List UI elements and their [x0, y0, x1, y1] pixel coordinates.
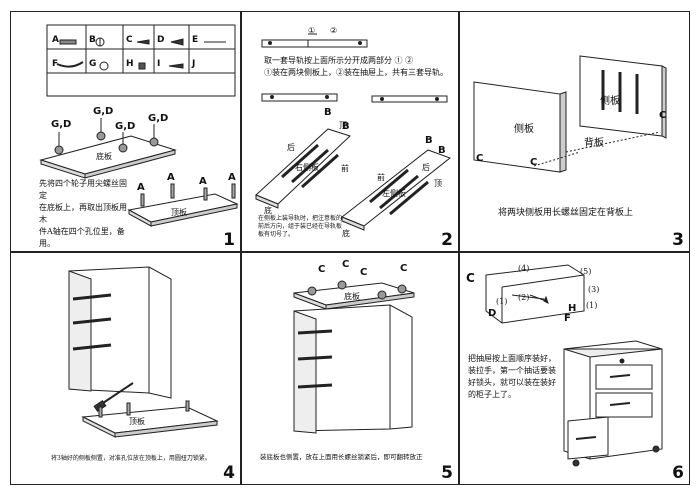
step-4-caption: 将3轴好的侧板侧置，对准孔位放在顶板上，用圆扭刀锁紧。 — [51, 455, 211, 462]
step-1-instructions: 先将四个轮子用尖螺丝固定 在底板上，再取出顶板用木 件A轴在四个孔位里，备用。 — [39, 178, 134, 250]
step-2-drawing — [255, 33, 452, 231]
caster-label: G,D — [93, 106, 114, 117]
word-top-2: 顶 — [434, 179, 442, 188]
step-number: 5 — [441, 463, 453, 483]
part-f-label: F — [52, 59, 59, 69]
circle-one: ① — [308, 26, 316, 35]
c-label: C — [466, 271, 475, 285]
step-number: 3 — [672, 230, 684, 250]
part-a-label: A — [52, 35, 59, 45]
part-g-label: G — [89, 59, 97, 69]
right-panel-label: 右侧板 — [295, 163, 319, 172]
b-label: B — [324, 107, 332, 118]
part-d-label: D — [157, 35, 165, 45]
c-label: C — [400, 263, 408, 274]
step-2-top-text: 取一套导轨按上面所示分开成两部分 ① ② ①装在两块侧板上，②装在抽屉上，共有三… — [264, 55, 458, 79]
instruction-line: 把抽屉按上面顺序装好， — [468, 354, 556, 363]
part-i-label: I — [157, 59, 161, 69]
part-c-label: C — [126, 35, 133, 45]
dowel-label: A — [167, 172, 175, 183]
dowel-label: A — [137, 182, 145, 193]
word-bottom: 底 — [264, 206, 272, 215]
b-label: B — [425, 135, 433, 146]
step-number: 1 — [223, 230, 235, 250]
left-panel-label: 左侧板 — [382, 189, 406, 198]
word-back-2: 后 — [422, 163, 430, 172]
step-6-drawing — [485, 264, 663, 467]
step-2-bottom-text: 在侧板上装导轨时，把注意板的 前后方向，组于装已经在导轨板 板有切号了。 — [258, 215, 348, 239]
step-6-panel: C D H F (4) (5) (3) (2) (1) (1) 把抽屉按上面顺序… — [459, 252, 690, 485]
c-label: C — [476, 153, 484, 164]
instruction-line: ①装在两块侧板上，②装在抽屉上，共有三套导轨。 — [264, 68, 448, 77]
word-back: 后 — [287, 143, 295, 152]
bottom-board-label: 底板 — [96, 152, 112, 161]
dowel-label: A — [199, 176, 207, 187]
word-top: 顶 — [339, 121, 347, 130]
step-num-label: (4) — [518, 264, 530, 273]
h-label: H — [568, 303, 577, 314]
step-number: 4 — [223, 463, 235, 483]
step-6-instructions: 把抽屉按上面顺序装好， 装拉手，第一个抽话要装 好锁头，就可以装在装好 的柜子上… — [468, 353, 564, 401]
instruction-line: 的柜子上了。 — [468, 390, 516, 399]
step-2-panel: ① ② 取一套导轨按上面所示分开成两部分 ① ② ①装在两块侧板上，②装在抽屉上… — [241, 11, 459, 252]
instruction-line: 先将四个轮子用尖螺丝固定 — [39, 179, 127, 200]
part-b-label: B — [89, 35, 96, 45]
instruction-line: 取一套导轨按上面所示分开成两部分 ① ② — [264, 56, 414, 65]
step-number: 2 — [441, 230, 453, 250]
d-label: D — [488, 308, 497, 319]
step-1-panel: A B C D E F G H I J G,D G,D G,D G,D 底板 A… — [10, 11, 241, 252]
word-front-2: 前 — [377, 173, 385, 182]
caster-label: G,D — [148, 113, 169, 124]
step-5-caption: 装底板也侧置，放在上面用长螺丝锁紧后，即可翻转放正 — [260, 453, 423, 461]
part-e-label: E — [192, 35, 199, 45]
top-board-label: 顶板 — [171, 208, 187, 217]
c-label: C — [318, 264, 326, 275]
part-j-label: J — [192, 59, 196, 69]
step-5-panel: C C C C 底板 装底板也侧置，放在上面用长螺丝锁紧后，即可翻转放正 5 — [241, 252, 459, 485]
instruction-line: 在侧板上装导轨时，把注意板的 — [258, 215, 343, 222]
step-number: 6 — [672, 463, 684, 483]
step-4-drawing — [68, 266, 219, 438]
step-4-panel: 顶板 将3轴好的侧板侧置，对准孔位放在顶板上，用圆扭刀锁紧。 4 — [10, 252, 241, 485]
step-1-drawing — [39, 24, 239, 227]
b-label: B — [438, 145, 446, 156]
instruction-line: 在底板上，再取出顶板用木 — [39, 203, 127, 224]
part-h-label: H — [126, 59, 134, 69]
instruction-line: 好锁头，就可以装在装好 — [468, 378, 556, 387]
step-num-label: (2) — [518, 293, 530, 302]
top-board-label: 顶板 — [129, 417, 145, 426]
instruction-line: 件A轴在四个孔位里，备用。 — [39, 227, 125, 248]
instruction-line: 前后方向，组于装已经在导轨板 — [258, 223, 343, 230]
step-num-label: (1) — [586, 301, 598, 310]
step-3-caption: 将两块侧板用长螺丝固定在背板上 — [498, 208, 634, 218]
step-num-label: (3) — [588, 285, 600, 294]
step-3-panel: 侧板 侧板 背板 C C C 将两块侧板用长螺丝固定在背板上 3 — [459, 11, 690, 252]
step-3-drawing — [473, 55, 667, 173]
back-panel-label: 背板 — [584, 138, 604, 149]
step-5-drawing — [293, 280, 415, 434]
bottom-board-label: 底板 — [344, 292, 360, 301]
word-bottom-2: 底 — [342, 229, 350, 238]
step-num-label: (5) — [580, 267, 592, 276]
dowel-label: A — [228, 172, 236, 183]
c-label: C — [360, 267, 368, 278]
step-num-label: (1) — [496, 297, 508, 306]
b-label: B — [342, 121, 350, 132]
instruction-line: 装拉手，第一个抽话要装 — [468, 366, 556, 375]
c-label: C — [530, 157, 538, 168]
side-panel-label-2: 侧板 — [600, 96, 620, 107]
side-panel-label: 侧板 — [514, 124, 534, 135]
circle-two: ② — [330, 26, 338, 35]
word-front: 前 — [341, 164, 349, 173]
c-label: C — [659, 110, 667, 121]
caster-label: G,D — [51, 119, 72, 130]
caster-label: G,D — [115, 121, 136, 132]
instruction-line: 板有切号了。 — [258, 231, 295, 238]
c-label: C — [342, 259, 350, 270]
f-label: F — [564, 313, 571, 324]
